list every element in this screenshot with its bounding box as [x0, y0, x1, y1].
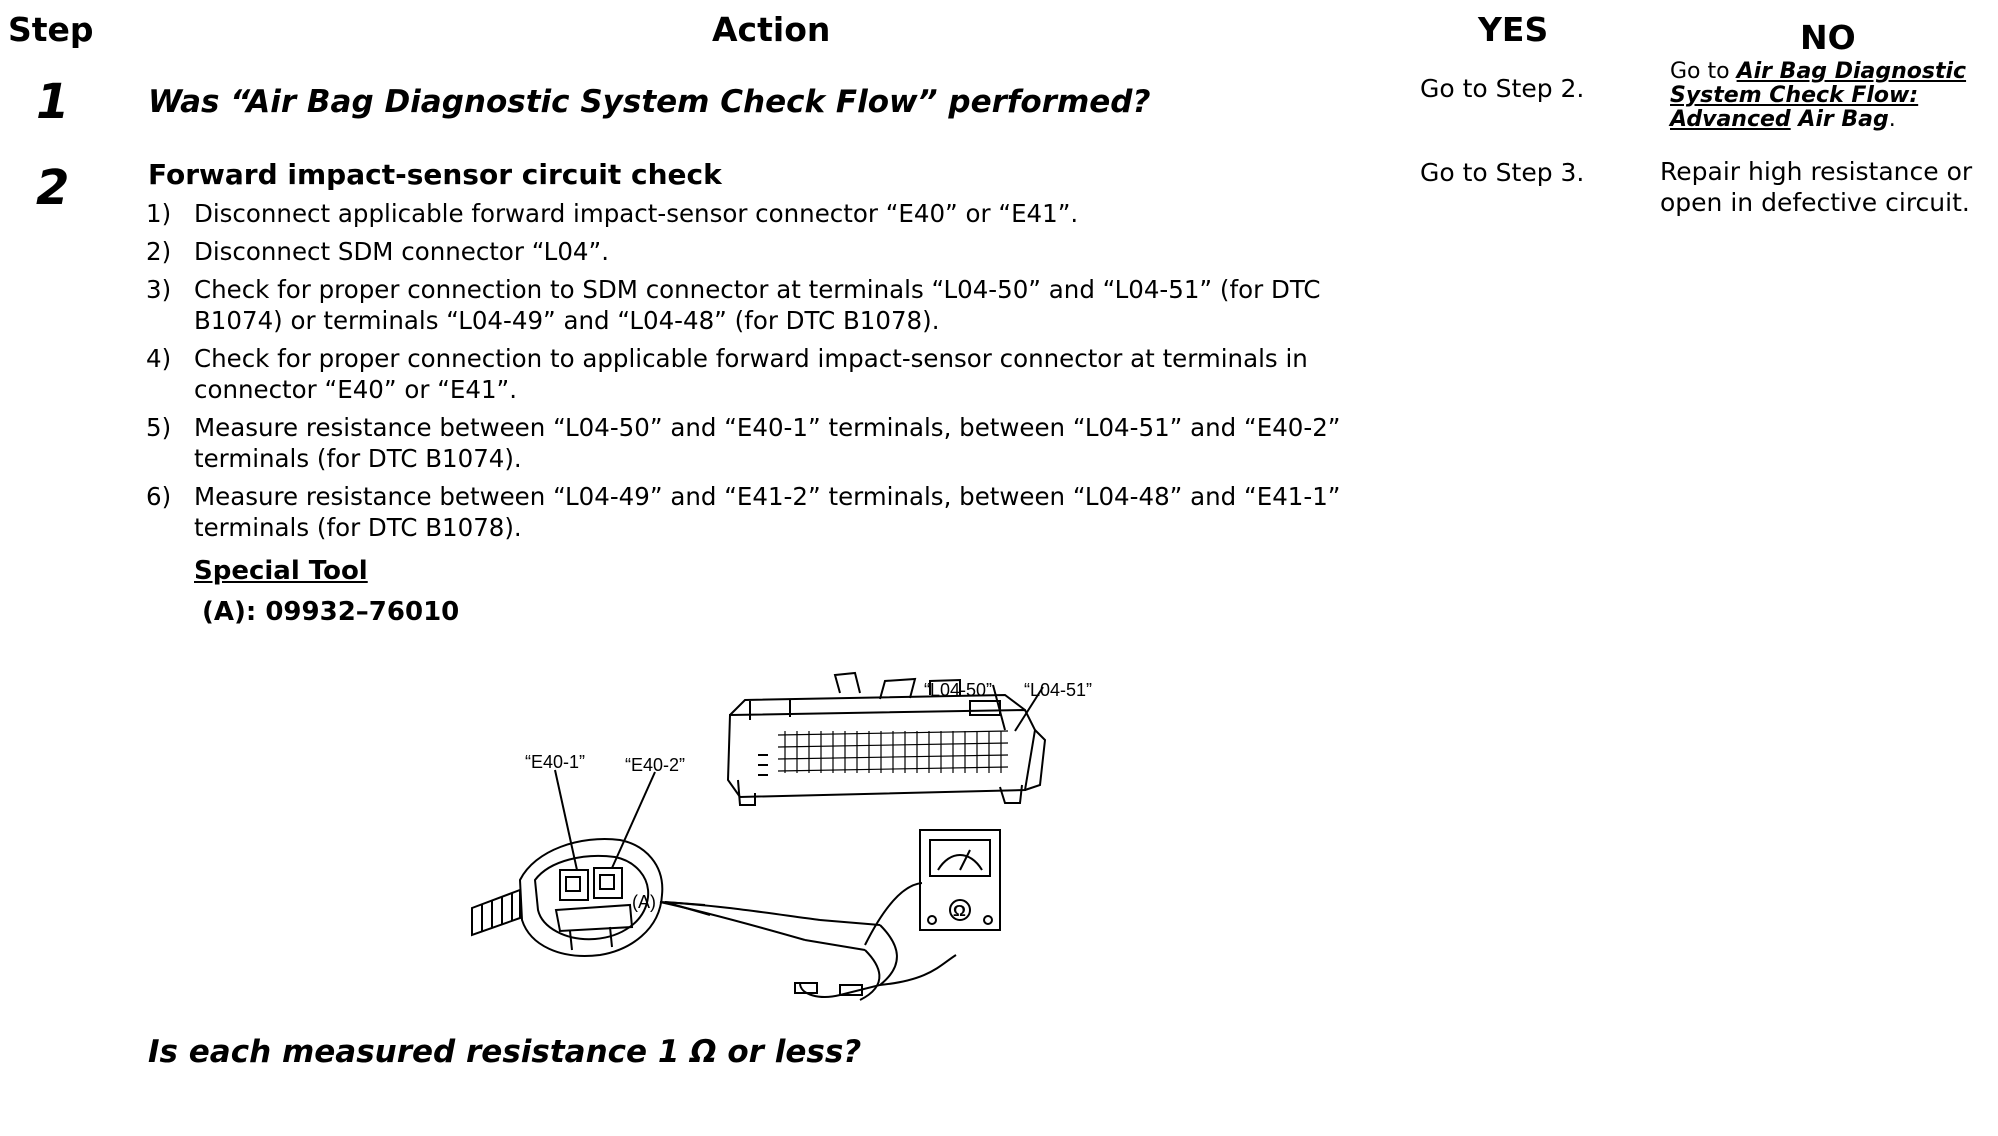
step-2-number: 2: [36, 160, 70, 216]
instruction-item: 5) Measure resistance between “L04-50” a…: [146, 412, 1396, 474]
ohmmeter: [919, 829, 1001, 931]
instruction-text: Check for proper connection to applicabl…: [194, 344, 1308, 404]
step-1-number: 1: [36, 74, 70, 130]
instruction-text: Disconnect SDM connector “L04”.: [194, 237, 609, 266]
step-2-yes: Go to Step 3.: [1420, 158, 1585, 187]
ohm-symbol: Ω: [953, 903, 966, 920]
instruction-number: 1): [146, 199, 172, 228]
instruction-item: 1) Disconnect applicable forward impact-…: [146, 198, 1396, 229]
connector-measurement-diagram: “L04-50” “L04-51” “E40-1” “E40-2” (A) Ω: [471, 671, 1092, 1001]
instruction-text: Measure resistance between “L04-49” and …: [194, 482, 1341, 542]
impact-sensor-connector: [518, 838, 664, 957]
step-1-question: Was “Air Bag Diagnostic System Check Flo…: [148, 84, 1151, 120]
instruction-number: 6): [146, 482, 172, 511]
label-l04-50: “L04-50”: [924, 680, 992, 700]
step-1-no-suffix: Air Bag: [1790, 107, 1889, 132]
instruction-number: 2): [146, 237, 172, 266]
header-yes: YES: [1478, 10, 1549, 49]
instruction-item: 2) Disconnect SDM connector “L04”.: [146, 236, 1396, 267]
step-2-instructions: 1) Disconnect applicable forward impact-…: [146, 198, 1396, 550]
label-tool-a: (A): [632, 892, 656, 912]
special-tool-value: (A): 09932–76010: [202, 597, 460, 627]
step-2-title: Forward impact-sensor circuit check: [148, 158, 722, 191]
step-1-yes: Go to Step 2.: [1420, 74, 1585, 103]
label-e40-1: “E40-1”: [525, 752, 585, 772]
instruction-number: 3): [146, 275, 172, 304]
test-probes: [659, 882, 957, 1001]
harness-cable: [471, 888, 521, 937]
sdm-connector: [726, 671, 1047, 806]
step-1-no-prefix: Go to: [1670, 59, 1737, 84]
sdm-side-vents: [758, 754, 768, 776]
special-tool-label: Special Tool: [194, 556, 368, 586]
instruction-text: Measure resistance between “L04-50” and …: [194, 413, 1341, 473]
step-1-no: Go to Air Bag Diagnostic System Check Fl…: [1670, 60, 1990, 132]
header-step: Step: [8, 10, 94, 49]
instruction-number: 5): [146, 413, 172, 442]
header-no: NO: [1800, 18, 1856, 57]
instruction-text: Disconnect applicable forward impact-sen…: [194, 199, 1079, 228]
sdm-pin-grid: [777, 730, 1009, 773]
instruction-number: 4): [146, 344, 172, 373]
step-2-question: Is each measured resistance 1 Ω or less?: [148, 1034, 862, 1070]
step-1-no-link-advanced[interactable]: Advanced: [1670, 107, 1791, 132]
label-l04-51: “L04-51”: [1024, 680, 1092, 700]
instruction-item: 6) Measure resistance between “L04-49” a…: [146, 481, 1396, 543]
label-e40-2: “E40-2”: [625, 755, 685, 775]
header-action: Action: [712, 10, 831, 49]
instruction-item: 3) Check for proper connection to SDM co…: [146, 274, 1396, 336]
step-1-no-link-check-flow[interactable]: Air Bag Diagnostic System Check Flow:: [1670, 59, 1967, 108]
step-1-no-end: .: [1888, 107, 1896, 132]
instruction-text: Check for proper connection to SDM conne…: [194, 275, 1321, 335]
step-2-no: Repair high resistance or open in defect…: [1660, 157, 1973, 217]
instruction-item: 4) Check for proper connection to applic…: [146, 343, 1396, 405]
